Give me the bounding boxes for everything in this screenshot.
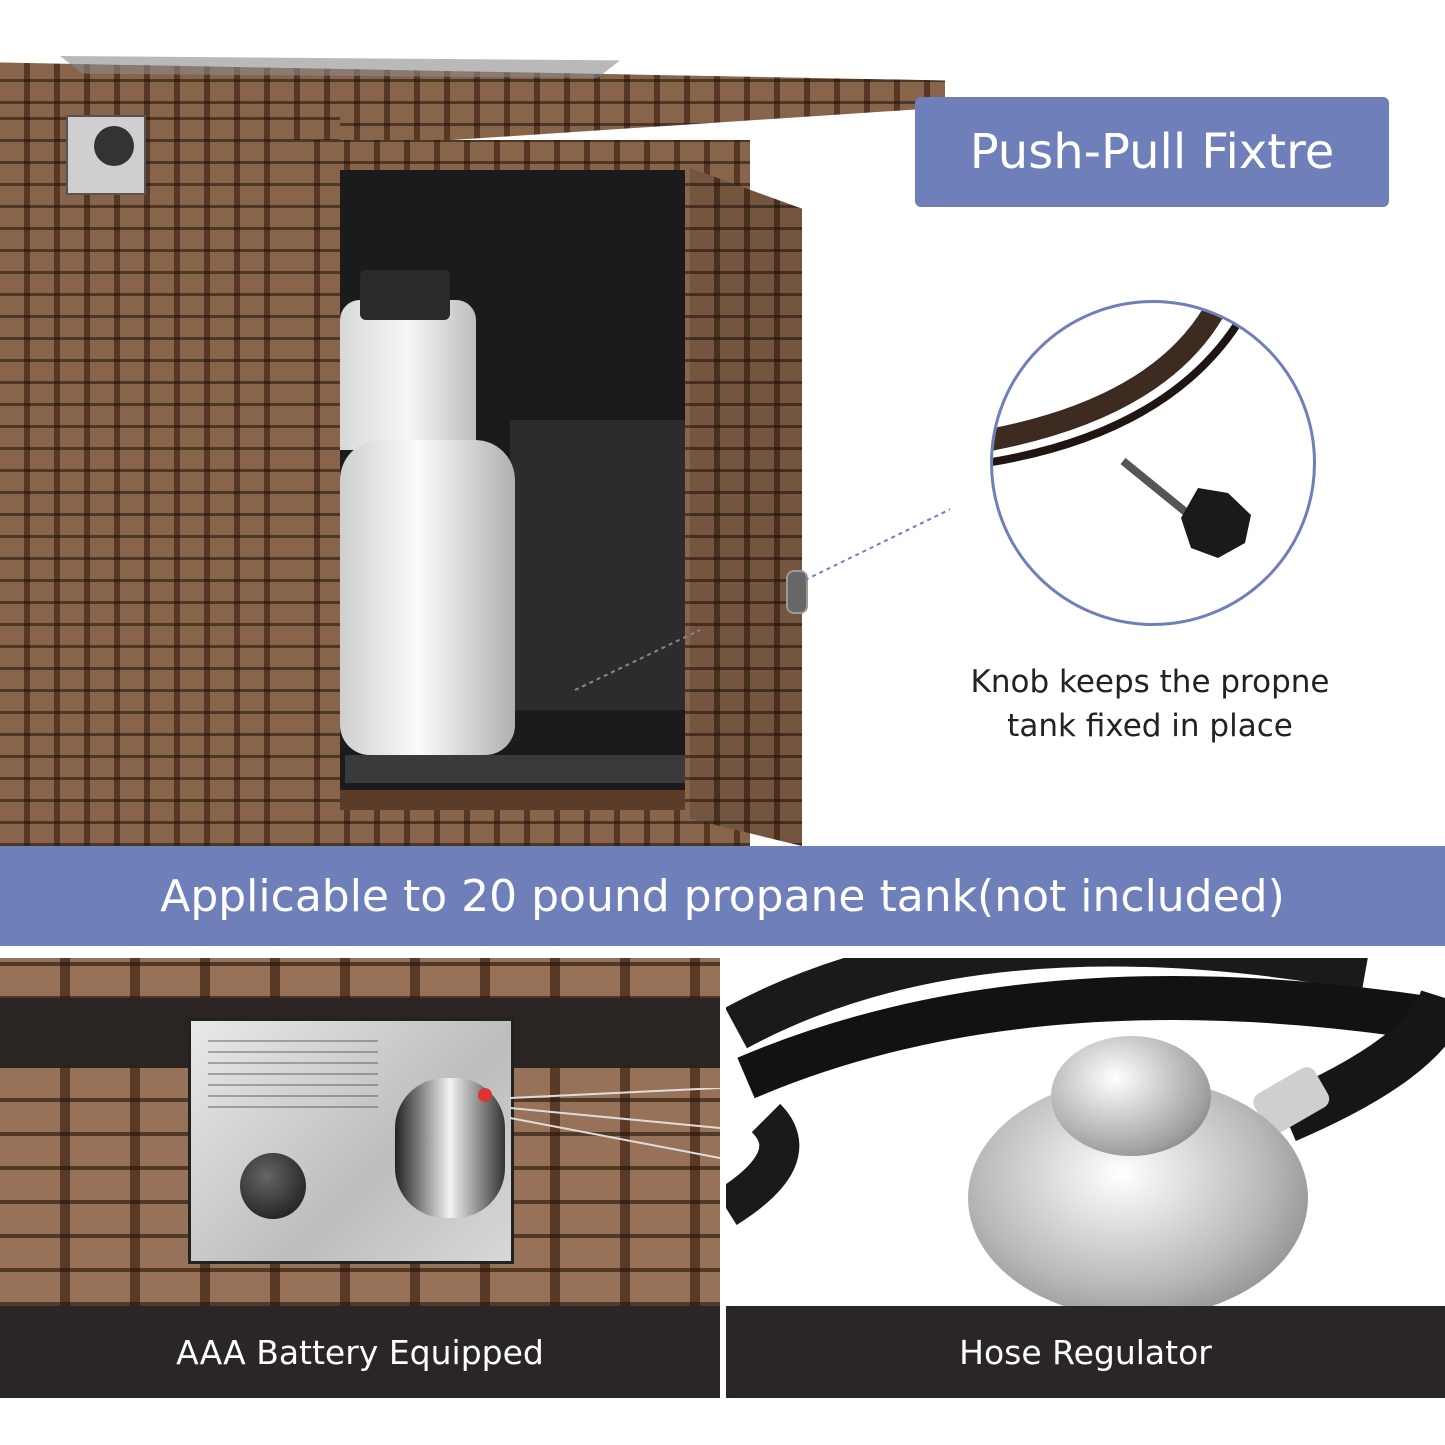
door-knob [786, 570, 808, 614]
control-knob [94, 126, 134, 166]
knob-indicator [478, 1088, 492, 1102]
cabinet-photo [0, 0, 950, 846]
cabinet-side [0, 110, 340, 846]
propane-banner-text: Applicable to 20 pound propane tank(not … [160, 870, 1285, 922]
propane-tank [340, 440, 515, 755]
regulator-cap [1051, 1036, 1211, 1156]
connector-line [574, 508, 950, 691]
propane-tank-top [340, 300, 476, 450]
tank-valve [360, 270, 450, 320]
propane-banner: Applicable to 20 pound propane tank(not … [0, 846, 1445, 946]
knob-caption: Knob keeps the propne tank fixed in plac… [880, 660, 1420, 748]
push-pull-title: Push-Pull Fixtre [915, 97, 1389, 207]
bottom-rail [340, 790, 685, 810]
regulator-label-text: Hose Regulator [959, 1332, 1212, 1372]
regulator-label: Hose Regulator [726, 1306, 1445, 1398]
cabinet-door [690, 168, 802, 846]
battery-label: AAA Battery Equipped [0, 1306, 720, 1398]
knob-caption-line2: tank fixed in place [1007, 708, 1293, 744]
push-pull-title-text: Push-Pull Fixtre [969, 124, 1335, 180]
knob-zoom-image [993, 307, 1251, 558]
knob-caption-line1: Knob keeps the propne [970, 664, 1330, 700]
battery-label-text: AAA Battery Equipped [176, 1332, 544, 1372]
instruction-text-block [208, 1038, 378, 1108]
interior-panel [510, 420, 685, 710]
regulator-photo [726, 958, 1445, 1306]
wire-lines [510, 1088, 720, 1159]
hose-image [726, 958, 1445, 1225]
knob-zoom-circle [990, 300, 1316, 626]
ignition-photo [0, 958, 720, 1306]
ignition-button [240, 1153, 306, 1219]
glass-top [60, 56, 620, 78]
tank-bracket [345, 755, 685, 783]
